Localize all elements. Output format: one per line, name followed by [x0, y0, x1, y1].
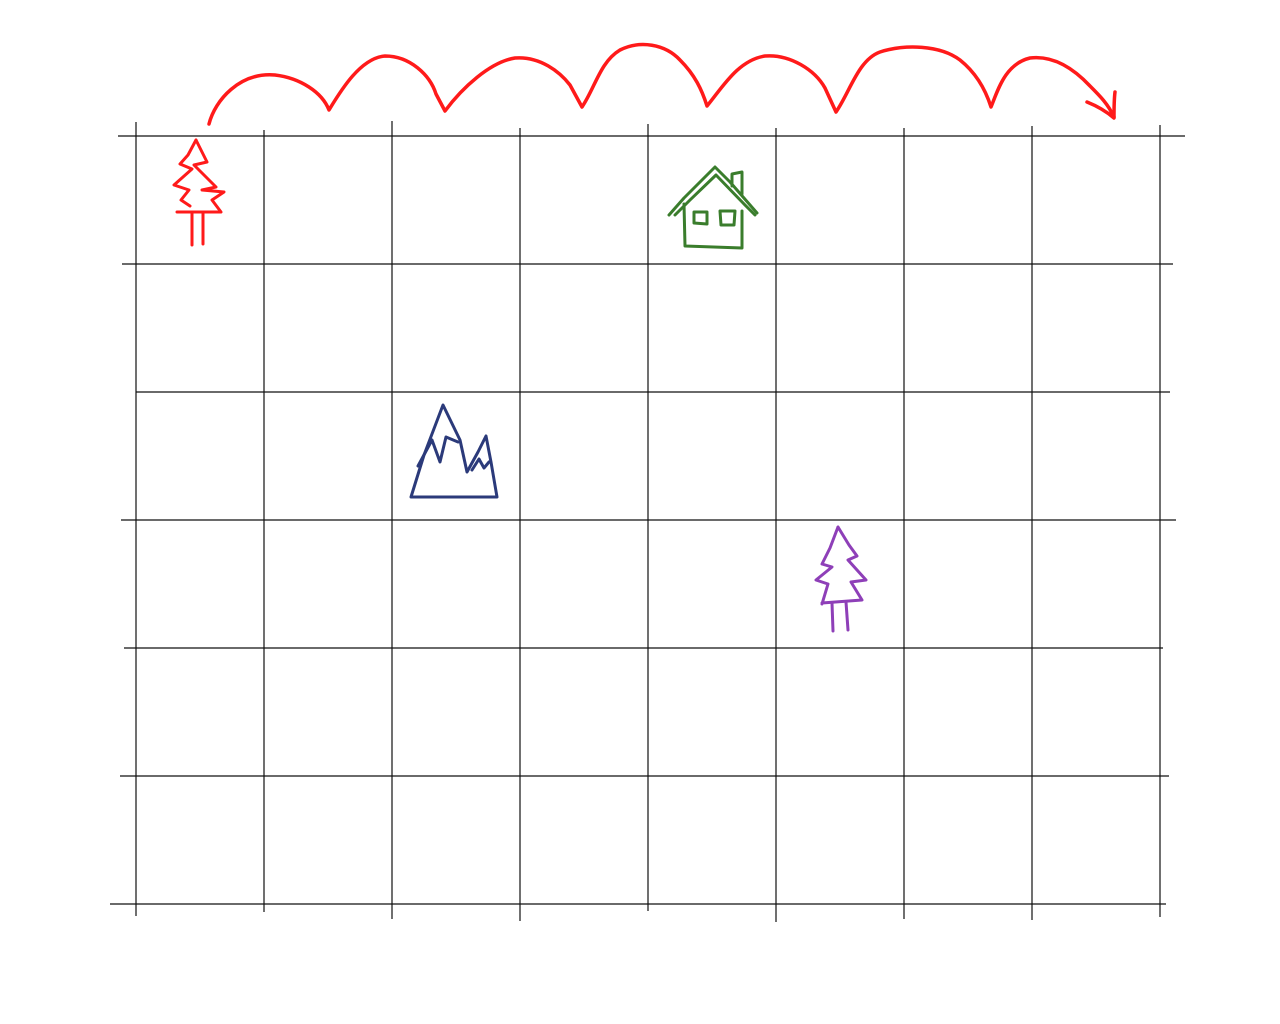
house-icon: [667, 165, 759, 250]
hop-arrow-icon: [207, 42, 1117, 126]
hop-arrow-path: [207, 42, 1116, 126]
purple-tree-marker: [814, 525, 868, 633]
mountain-icon: [409, 403, 499, 499]
pine-tree-icon: [814, 525, 868, 633]
arrow-head: [1085, 90, 1117, 120]
green-house-marker: [667, 165, 759, 250]
blue-mountain-marker: [409, 403, 499, 499]
pine-tree-icon: [172, 138, 226, 247]
grid-lines: [110, 121, 1185, 922]
red-tree-marker: [172, 138, 226, 247]
